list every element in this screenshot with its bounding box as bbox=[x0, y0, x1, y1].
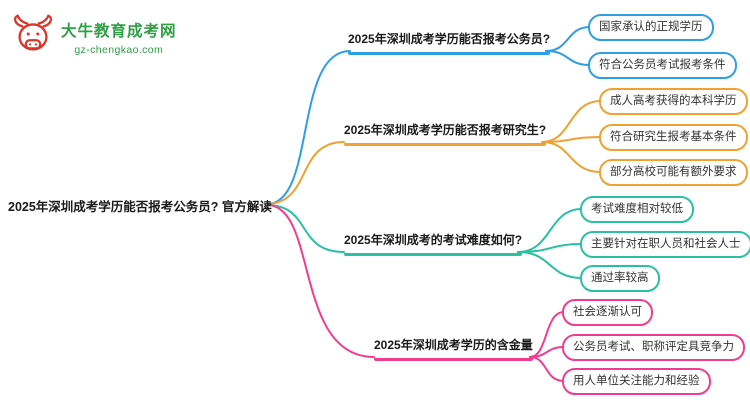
connector-central-branch3 bbox=[267, 204, 345, 253]
connector-branch3-leaf2 bbox=[517, 243, 583, 253]
leaf-node-2-1: 成人高考获得的本科学历 bbox=[599, 88, 748, 115]
connector-branch4-leaf3 bbox=[529, 356, 565, 382]
branch-node-1: 2025年深圳成考学历能否报考公务员? bbox=[348, 30, 551, 55]
leaf-node-1-1: 国家承认的正规学历 bbox=[588, 14, 714, 41]
logo-title: 大牛教育成考网 bbox=[61, 23, 177, 40]
leaf-node-2-2: 符合研究生报考基本条件 bbox=[599, 124, 748, 151]
leaf-node-3-2: 主要针对在职人员和社会人士 bbox=[580, 231, 750, 258]
connector-central-branch1 bbox=[267, 50, 351, 205]
leaf-node-3-1: 考试难度相对较低 bbox=[580, 196, 694, 223]
leaf-node-2-3: 部分高校可能有额外要求 bbox=[599, 159, 748, 186]
connector-branch3-leaf1 bbox=[517, 208, 583, 253]
connector-branch1-leaf1 bbox=[545, 26, 591, 52]
leaf-node-3-3: 通过率较高 bbox=[580, 265, 660, 292]
leaf-node-1-2: 符合公务员考试报考条件 bbox=[588, 52, 737, 79]
connector-branch3-leaf3 bbox=[517, 251, 583, 279]
connector-central-branch4 bbox=[267, 204, 375, 358]
central-topic: 2025年深圳成考学历能否报考公务员? 官方解读 bbox=[8, 200, 272, 214]
branch-node-2: 2025年深圳成考学历能否报考研究生? bbox=[344, 121, 547, 146]
leaf-node-4-3: 用人单位关注能力和经验 bbox=[562, 368, 711, 395]
connector-branch1-leaf2 bbox=[545, 50, 591, 66]
leaf-node-4-1: 社会逐渐认可 bbox=[562, 299, 653, 326]
branch-node-4: 2025年深圳成考学历的含金量 bbox=[374, 336, 533, 361]
connector-branch4-leaf1 bbox=[529, 311, 565, 358]
site-logo: 大牛教育成考网 gz-chengkao.com bbox=[10, 13, 177, 57]
branch-node-3: 2025年深圳成考的考试难度如何? bbox=[344, 231, 523, 256]
bull-icon bbox=[13, 14, 53, 51]
connector-branch2-leaf3 bbox=[541, 141, 602, 173]
connector-central-branch2 bbox=[267, 141, 345, 205]
leaf-node-4-2: 公务员考试、职称评定具竞争力 bbox=[562, 334, 745, 361]
connector-branch2-leaf1 bbox=[541, 100, 602, 143]
logo-url: gz-chengkao.com bbox=[74, 44, 164, 56]
logo-text-block: 大牛教育成考网 gz-chengkao.com bbox=[61, 13, 177, 56]
